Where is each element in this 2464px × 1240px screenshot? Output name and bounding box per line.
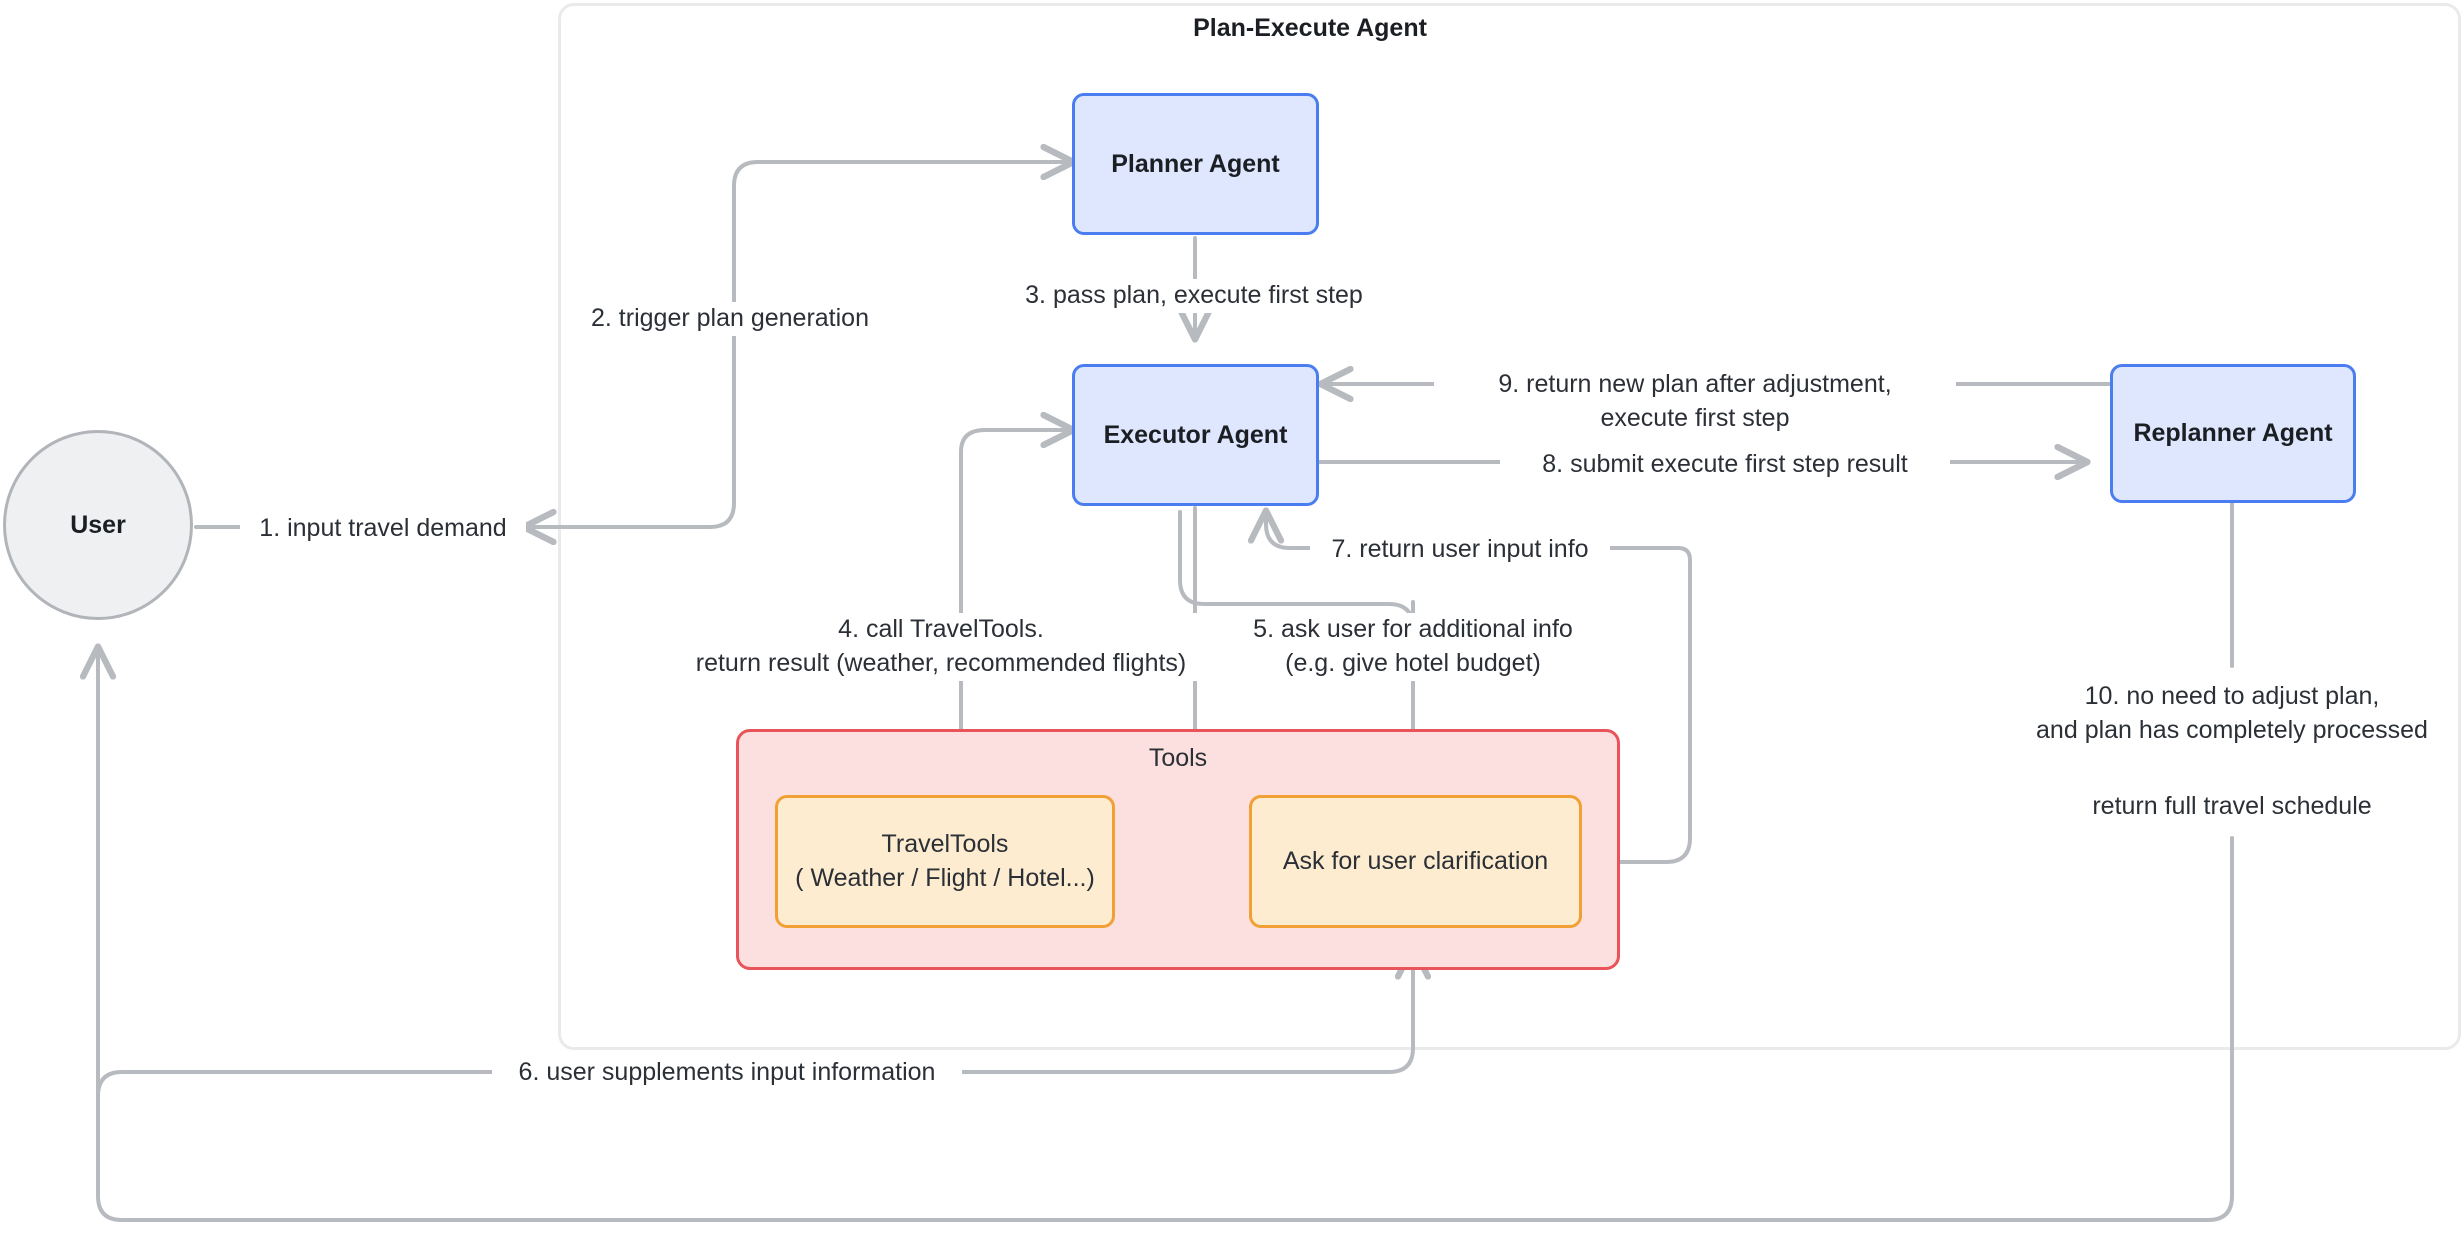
edge-label-6: 6. user supplements input information (492, 1056, 962, 1090)
edge-7-right-rail (1608, 546, 1692, 864)
node-replanner-agent-label: Replanner Agent (2133, 419, 2333, 447)
edge-6-left-leg (96, 1070, 494, 1130)
tools-group-title: Tools (1148, 744, 1208, 772)
node-ask-user-clarification[interactable]: Ask for user clarification (1249, 795, 1582, 928)
node-executor-agent-label: Executor Agent (1103, 420, 1288, 449)
node-travel-tools-label: TravelTools ( Weather / Flight / Hotel..… (795, 829, 1095, 892)
edge-7-left-rail (1266, 512, 1312, 550)
edge-4-return (959, 428, 1050, 780)
edge-10-loop (98, 648, 2234, 1222)
node-user-label: User (70, 510, 126, 539)
node-planner-agent-label: Planner Agent (1111, 149, 1280, 178)
edge-label-4: 4. call TravelTools. return result (weat… (672, 613, 1210, 681)
edge-2-path (556, 160, 1050, 529)
edge-label-9: 9. return new plan after adjustment, exe… (1434, 368, 1956, 436)
edge-label-5: 5. ask user for additional info (e.g. gi… (1222, 613, 1604, 681)
edge-label-8: 8. submit execute first step result (1500, 448, 1950, 482)
node-replanner-agent[interactable]: Replanner Agent (2110, 364, 2356, 503)
edge-label-1: 1. input travel demand (240, 512, 526, 546)
edge-6-right-leg (960, 948, 1413, 1074)
node-travel-tools[interactable]: TravelTools ( Weather / Flight / Hotel..… (775, 795, 1115, 928)
edge-label-10: 10. no need to adjust plan, and plan has… (2036, 682, 2428, 744)
edge-label-7: 7. return user input info (1310, 533, 1610, 567)
node-executor-agent[interactable]: Executor Agent (1072, 364, 1319, 506)
edge-label-2: 2. trigger plan generation (575, 302, 885, 336)
node-planner-agent[interactable]: Planner Agent (1072, 93, 1319, 235)
edge-label-10b: return full travel schedule (2092, 792, 2372, 820)
plan-execute-agent-title: Plan-Execute Agent (1193, 14, 1427, 42)
node-user[interactable]: User (3, 430, 193, 620)
node-ask-user-clarification-label: Ask for user clarification (1282, 846, 1549, 875)
edge-label-3: 3. pass plan, execute first step (1010, 279, 1378, 313)
